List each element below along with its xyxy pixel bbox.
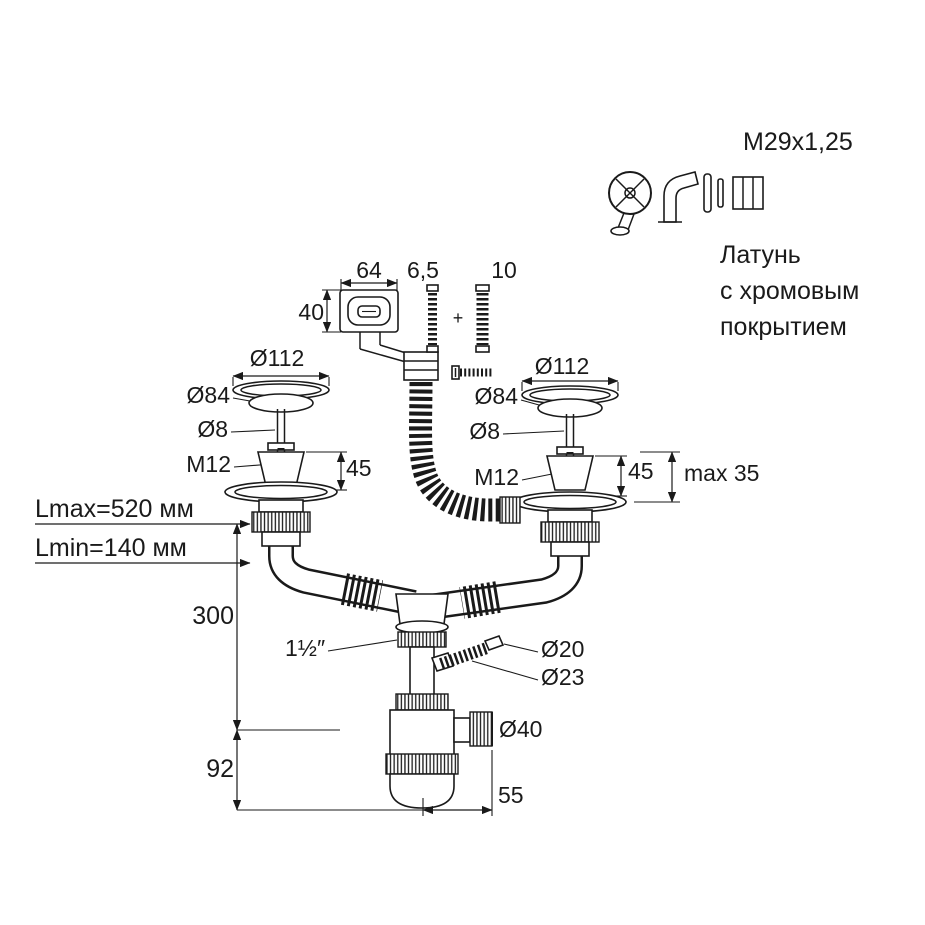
- label-thread-spec: M29x1,25: [743, 128, 853, 156]
- outlet-coupling: [469, 711, 493, 747]
- label-left-m12: M12: [186, 451, 231, 477]
- washer: [717, 178, 724, 208]
- label-right-d84: Ø84: [475, 383, 519, 409]
- strainer-dome: [248, 393, 314, 413]
- label-outlet-thread: 1½″: [285, 635, 325, 661]
- strainer-dome: [537, 398, 603, 418]
- lock-nut: [540, 521, 600, 543]
- label-lmin: Lmin=140 мм: [35, 534, 187, 562]
- rubber-cone: [256, 451, 306, 487]
- label-hose-small: 6,5: [407, 257, 439, 283]
- label-overflow-height: 40: [298, 299, 324, 325]
- overflow-pipe: [359, 332, 503, 522]
- connection-hoses: 6,5 10 +: [407, 257, 517, 353]
- fixing-screw: [451, 365, 492, 380]
- dimensions: Lmax=520 мм Lmin=140 мм 300 92 55: [35, 495, 524, 816]
- label-left-d84: Ø84: [187, 382, 231, 408]
- dishwasher-outlet: Ø20 Ø23: [430, 634, 584, 690]
- union-nut: [397, 631, 447, 648]
- label-left-d112: Ø112: [250, 345, 305, 371]
- label-right-d112: Ø112: [535, 353, 590, 379]
- label-d40: Ø40: [499, 716, 542, 742]
- washer: [703, 173, 712, 213]
- tail-nut: [459, 581, 501, 619]
- label-lmax: Lmax=520 мм: [35, 495, 194, 523]
- label-material-3: покрытием: [720, 313, 847, 341]
- siphon: Ø40: [385, 693, 542, 809]
- label-left-d8: Ø8: [197, 416, 228, 442]
- label-material-2: с хромовым: [720, 277, 859, 305]
- barb-fitting: [439, 642, 489, 670]
- elbow-fitting: [663, 171, 699, 223]
- label-left-45: 45: [346, 455, 372, 481]
- label-overflow-width: 64: [356, 257, 382, 283]
- siphon-cup: [389, 773, 455, 809]
- label-plus: +: [453, 308, 464, 328]
- coupling-nut: [732, 176, 764, 210]
- tail-nut: [340, 573, 384, 612]
- rubber-cone: [545, 455, 595, 491]
- label-d23: Ø23: [541, 664, 584, 690]
- label-hose-large: 10: [491, 257, 517, 283]
- label-material-1: Латунь: [720, 241, 801, 269]
- overflow-cover: 64 40: [298, 257, 399, 333]
- label-right-45: 45: [628, 458, 654, 484]
- lock-nut: [251, 511, 311, 533]
- label-max-deck: max 35: [684, 460, 759, 486]
- siphon-body: [389, 709, 455, 759]
- label-total-height: 300: [192, 602, 234, 630]
- valve-wheel-icon: [608, 171, 652, 215]
- left-strainer: Ø112 Ø84 Ø8 M12 45: [186, 345, 417, 616]
- label-right-d8: Ø8: [469, 418, 500, 444]
- outlet-stub: [453, 717, 471, 743]
- siphon-top-nut: [395, 693, 449, 711]
- label-right-m12: M12: [474, 464, 519, 490]
- siphon-cup-nut: [385, 753, 459, 775]
- label-d20: Ø20: [541, 636, 584, 662]
- y-branch: 1½″: [285, 593, 449, 696]
- corrugated-hose: [409, 381, 503, 522]
- drop-pipe: [409, 646, 435, 696]
- overflow-hose-nut: [499, 496, 521, 524]
- right-strainer: Ø112 Ø84 Ø8 M12 45 max 35: [428, 353, 759, 620]
- y-hub: [395, 593, 449, 625]
- label-outlet-offset: 55: [498, 782, 524, 808]
- label-bottom-height: 92: [206, 755, 234, 783]
- overflow-elbow: [403, 351, 439, 381]
- wall-fittings: M29x1,25 Латунь с хромовым покрытием: [608, 128, 859, 341]
